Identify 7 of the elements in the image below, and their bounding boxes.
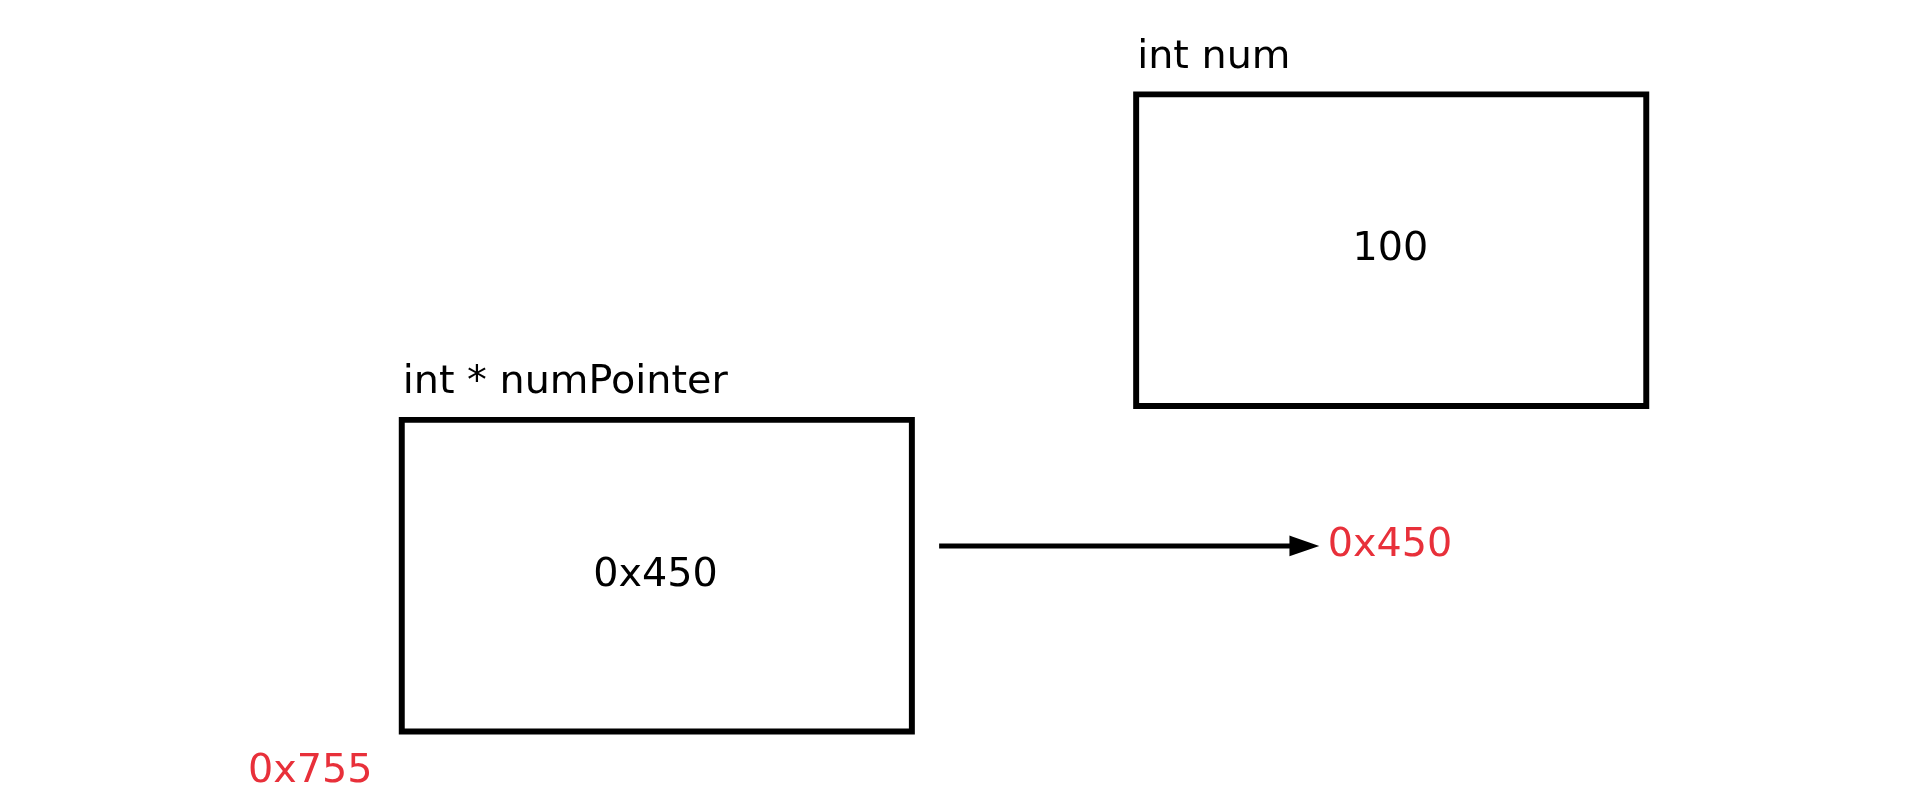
- node-label: int num: [1136, 30, 1290, 77]
- node-label: int * numPointer: [402, 356, 728, 403]
- node-label: 0x755: [247, 745, 372, 792]
- node-text: 0x450: [1327, 518, 1452, 565]
- arrow: [938, 535, 1319, 557]
- node-box: 0x450: [398, 416, 915, 735]
- node-box: 100: [1132, 91, 1649, 409]
